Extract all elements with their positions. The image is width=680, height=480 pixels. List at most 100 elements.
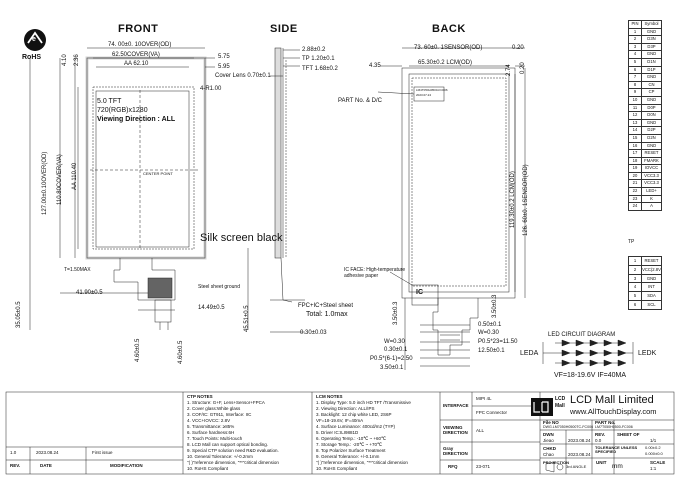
sheet-value: 1/1	[650, 438, 657, 443]
led-anode-label: LEDA	[520, 350, 539, 357]
list-item: 7. Touch Points: Multi-touch	[187, 436, 243, 441]
front-active-area	[92, 86, 195, 250]
back-dim-sensor-height: 126. 60±0. 1SENSOR(OD)	[523, 164, 529, 236]
back-ic-label: IC	[416, 289, 423, 296]
interface-value-fpc: FPC Connector	[476, 410, 508, 415]
unit-value: mm	[612, 463, 623, 470]
front-panel-size: 5.0 TFT	[97, 98, 122, 105]
scale-label: SCALE	[650, 460, 666, 465]
side-fpc-label: FPC+IC+Steel sheet	[298, 303, 354, 309]
rev-date-value: 2023.08.24	[36, 450, 59, 455]
list-item: 8. Top Polarizer Surface Treatment	[316, 448, 386, 453]
list-item: 10. RoHS Compliant	[316, 466, 358, 471]
rohs-e: e	[32, 36, 36, 43]
modification-header: MODIFICATION	[110, 463, 143, 468]
front-steel-sheet-label: Steel sheet ground	[198, 284, 240, 290]
tolerance-value-2: 0.000±0.0	[645, 451, 663, 456]
part-no-label: PART No.	[595, 420, 616, 425]
dwn-label: DWN	[543, 432, 554, 437]
rfq-label: RFQ	[448, 464, 458, 469]
back-dim-12-50: 12.50±0.1	[478, 348, 505, 354]
list-item: "( )"reference dimension, "**"critical d…	[187, 460, 279, 465]
back-dim-4-35: 4.35	[369, 63, 381, 69]
dwn-name: Jieao	[543, 438, 554, 443]
back-dim-2-74: 2.74	[506, 64, 512, 76]
chkd-date: 2023.08.24	[568, 452, 591, 457]
front-dim-4-60-a: 4.60±0.5	[135, 338, 141, 362]
logo-lcd-text: LCD	[555, 396, 566, 402]
side-dim-total: 2.88±0.2	[302, 47, 326, 53]
list-item: 8. LCD Mall can support optical bonding.	[187, 442, 269, 447]
tolerance-label: TOLERANCE UNLESS SPECIFIED	[595, 445, 638, 455]
list-item: 6. Operating Temp.: -10℃ ~ +60℃	[316, 436, 387, 441]
back-dim-lcm-width: 65.30±0.2 LCM(OD)	[418, 60, 472, 66]
back-dim-pitch-6: P0.5*(6-1)=2.50	[370, 356, 413, 362]
list-item: 2. Cover glass:White glass	[187, 406, 241, 411]
list-item: 7. Storage Temp.: -20℃ ~ +70℃	[316, 442, 383, 447]
back-dim-0-30-b: 0.30±0.1	[384, 347, 408, 353]
back-dim-pitch-23: P0.5*23=11.50	[478, 339, 518, 345]
back-dim-0-20-top: 0.20	[512, 45, 524, 51]
front-panel-viewing: Viewing Direction : ALL	[97, 116, 176, 123]
front-dim-thickness: T=1.50MAX	[64, 267, 91, 273]
front-dim-4-10: 4.10	[62, 54, 68, 66]
back-fpc-outline	[432, 298, 479, 356]
rohs-icon	[24, 29, 46, 51]
back-dim-w-0-30-a: W=0.30	[478, 330, 499, 336]
front-center-point: CENTER POINT	[143, 171, 173, 176]
list-item: 5. Transmittance: ≥85%	[187, 424, 235, 429]
chkd-label: CHKD	[543, 446, 556, 451]
tolerance-value-1: 0.00±0.2	[645, 445, 661, 450]
list-item: "( )"reference dimension, "**"critical d…	[316, 460, 408, 465]
list-item: 6. Surface hardness:6H	[187, 430, 235, 435]
front-dim-41-90: 41.90±0.5	[76, 290, 103, 296]
front-dim-radius: 4-R1.00	[200, 86, 222, 92]
lcd-mall-logo-icon	[531, 398, 553, 416]
projection-label: PROJECTION	[543, 460, 570, 465]
rev-header: REV.	[10, 463, 21, 468]
list-item: 1. Display Type: 5.0 inch HD TFT /Transm…	[316, 400, 411, 405]
front-tp-fpc	[154, 299, 172, 323]
dwn-date: 2023.08.24	[568, 438, 591, 443]
list-item: 4. VCC+IOVCC: 2.8V	[187, 418, 231, 423]
company-name: LCD Mall Limited	[570, 394, 654, 406]
date-header: DATE	[40, 463, 52, 468]
part-no-value: LM7T050H0500-FC006	[595, 425, 633, 429]
back-lcm-outline	[408, 73, 510, 293]
back-ic-block	[411, 284, 439, 306]
list-item: 3. COF/IC: GT911, Interface: IIC	[187, 412, 252, 417]
back-part-no-label: PART No. & D/C	[338, 98, 383, 104]
side-fpc	[280, 257, 293, 303]
company-url[interactable]: www.AllTouchDisplay.com	[570, 407, 657, 416]
front-dim-5-75: 5.75	[218, 54, 230, 60]
rohs-label: RoHS	[22, 54, 42, 61]
back-sensor-outline	[401, 67, 516, 299]
front-dim-45-51: 45.51±0.5	[244, 305, 250, 332]
front-dim-35-05: 35.05±0.5	[16, 301, 22, 328]
front-dim-4-60-b: 4.60±0.5	[178, 340, 184, 364]
front-dim-od-width: 74. 00±0. 10OVER(OD)	[108, 42, 172, 48]
back-dim-3-50-b: 3.50±0.3	[492, 294, 498, 318]
gray-label: Gray DIRECTION	[443, 446, 468, 457]
front-dim-va-width: 62.50COVER(VA)	[112, 52, 160, 58]
front-fpc-outline	[113, 258, 176, 301]
front-heading: FRONT	[118, 23, 159, 35]
rev-number: 0.0	[595, 438, 602, 443]
side-dim-0-30: 0.30±0.03	[300, 330, 327, 336]
